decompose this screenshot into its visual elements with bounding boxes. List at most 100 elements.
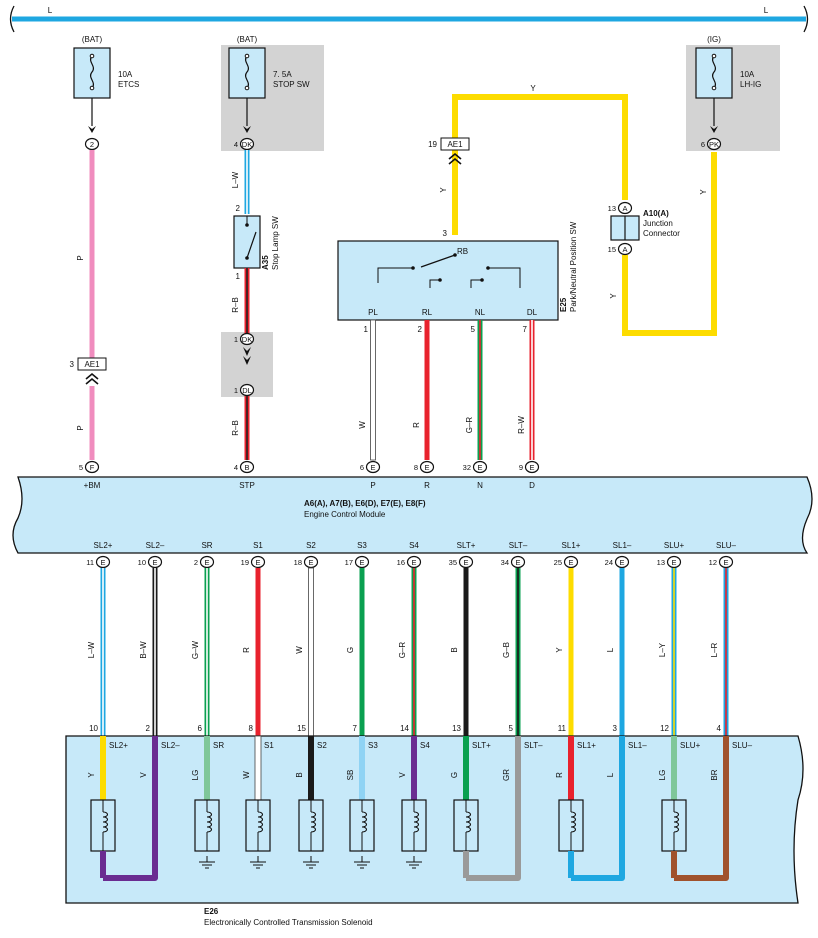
ecm-output-label-11: SLU+ (664, 541, 685, 550)
ecm-output-pin-5: E 17 (345, 555, 370, 569)
pin-stop-dk: DK4 (234, 137, 255, 151)
connector-arrow (243, 347, 251, 365)
ecm-pin-STP: B4 (234, 460, 255, 474)
bus-break-left (9, 5, 15, 33)
lower-wire-label-8: GR (502, 769, 511, 781)
coil-icon (206, 811, 213, 833)
svg-text:4: 4 (234, 140, 238, 149)
wire-label-rb-1: R–B (231, 297, 240, 313)
connector-arrow (710, 126, 718, 133)
wire-label-output-6: G–R (398, 642, 407, 659)
coil-icon (465, 811, 472, 833)
switch-contact (480, 278, 484, 282)
svg-text:32: 32 (463, 463, 471, 472)
ae1-mid-num: 19 (428, 140, 437, 149)
ecm-pin-D: E9 (519, 460, 540, 474)
bus-break-right (803, 5, 809, 33)
pnp-pin-top: 3 (443, 229, 448, 238)
stop-sw-pin-bottom: 1 (236, 272, 241, 281)
coil-icon (102, 811, 109, 833)
sol-label-2: SR (213, 741, 224, 750)
pnp-rb-label: RB (457, 247, 468, 256)
chevron-up-icon (85, 372, 99, 385)
sol-pin-num-11: 12 (660, 724, 669, 733)
fuse-rating-stop: 7. 5A (273, 70, 292, 79)
svg-text:E: E (463, 558, 468, 567)
wire-label-y-right: Y (699, 189, 708, 195)
coil-icon (570, 811, 577, 833)
ecm-pin-R: E8 (414, 460, 435, 474)
sol-label-9: SL1+ (577, 741, 596, 750)
solenoid-coil-5 (349, 799, 375, 852)
fuse-source-lhig: (IG) (707, 35, 721, 44)
ecm-output-label-9: SL1+ (562, 541, 581, 550)
switch-contact (411, 266, 415, 270)
svg-text:A: A (622, 245, 627, 254)
svg-text:A: A (622, 204, 627, 213)
fuse-name-stop: STOP SW (273, 80, 310, 89)
ae1-left-box (77, 357, 107, 371)
svg-text:E: E (370, 463, 375, 472)
sol-pin-num-3: 8 (249, 724, 254, 733)
junction-code: A10(A) (643, 209, 669, 218)
sol-label-0: SL2+ (109, 741, 128, 750)
wire-label-output-9: Y (555, 647, 564, 653)
ecm-output-pin-7: E35 (449, 555, 474, 569)
sol-pin-num-6: 14 (400, 724, 409, 733)
svg-text:E: E (477, 463, 482, 472)
lower-wire-label-10: L (606, 772, 615, 777)
svg-text:PK: PK (709, 140, 719, 149)
solenoid-coil-6 (401, 799, 427, 852)
lower-wire-label-9: R (555, 772, 564, 778)
connector-arrow (88, 126, 96, 133)
svg-text:17: 17 (345, 558, 353, 567)
sol-pin-num-4: 15 (297, 724, 306, 733)
ecm-output-pin-10: E24 (605, 555, 630, 569)
svg-text:11: 11 (86, 558, 94, 567)
transmission-solenoid-block (65, 735, 804, 904)
engine-control-module (12, 476, 813, 554)
ecm-name: Engine Control Module (304, 510, 386, 519)
sol-pin-num-12: 4 (717, 724, 722, 733)
ecm-output-label-1: SL2– (146, 541, 165, 550)
solenoid-coil-9 (558, 799, 584, 852)
wire-label-lw: L–W (231, 171, 240, 188)
wire-label-output-12: L–R (710, 642, 719, 657)
lower-wire-label-12: BR (710, 769, 719, 780)
svg-text:E: E (529, 463, 534, 472)
switch-contacts (377, 267, 521, 288)
fuse-etcs (73, 47, 111, 99)
ecm-output-label-8: SLT– (509, 541, 528, 550)
solenoid-coil-7 (453, 799, 479, 852)
ground-icon (250, 856, 266, 869)
ground-icon (354, 856, 370, 869)
ae1-left-label: AE1 (84, 360, 100, 369)
ecm-title: A6(A), A7(B), E6(D), E7(E), E8(F) (304, 499, 426, 508)
switch-blade (420, 254, 456, 268)
svg-text:1: 1 (234, 386, 238, 395)
bus-label-left: L (48, 6, 53, 15)
sol-pin-num-0: 10 (89, 724, 98, 733)
wire-label-output-10: L (606, 647, 615, 652)
pin-junction-top: A13 (608, 201, 633, 215)
ecm-output-pin-12: E12 (709, 555, 734, 569)
svg-text:E: E (100, 558, 105, 567)
stop-sw-pin-top: 2 (236, 204, 241, 213)
sol-label-8: SLT– (524, 741, 543, 750)
sol-pin-num-7: 13 (452, 724, 461, 733)
switch-contact (438, 278, 442, 282)
ecm-output-label-0: SL2+ (94, 541, 113, 550)
svg-text:5: 5 (79, 463, 83, 472)
sol-label-12: SLU– (732, 741, 753, 750)
ecm-input-label-N: N (477, 481, 483, 490)
pin-lhig-pk: PK 6 (701, 137, 722, 151)
ecm-output-pin-4: E18 (294, 555, 319, 569)
solenoid-coil-2 (194, 799, 220, 852)
svg-text:E: E (359, 558, 364, 567)
svg-text:E: E (568, 558, 573, 567)
fuse-lhig (695, 47, 733, 99)
svg-text:6: 6 (701, 140, 705, 149)
solenoid-coil-3 (245, 799, 271, 852)
wire-label-output-1: B–W (139, 641, 148, 659)
ecm-output-label-12: SLU– (716, 541, 737, 550)
